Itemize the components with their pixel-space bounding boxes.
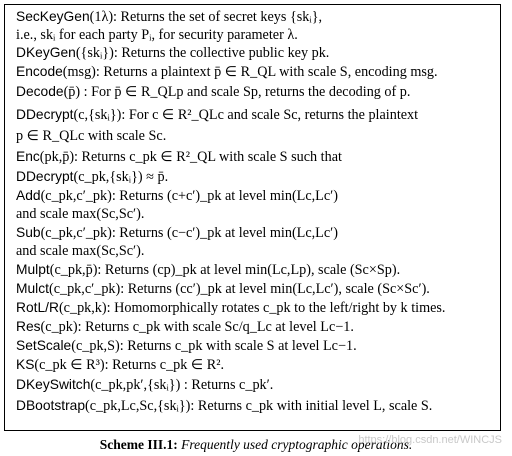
line-6: DDecrypt(c,{skᵢ}): For c ∈ R²_QLc and sc…	[16, 107, 419, 123]
line-11: and scale max(Sc,Sc′).	[16, 206, 145, 222]
line-21: DBootstrap(c_pk,Lc,Sc,{skᵢ}): Returns c_…	[16, 398, 433, 414]
line-17: Res(c_pk): Returns c_pk with scale Sc/q_…	[16, 319, 354, 335]
line-9: DDecrypt(c_pk,{skᵢ}) ≈ p̄.	[16, 169, 169, 185]
line-3: DKeyGen({skᵢ}): Returns the collective p…	[16, 45, 330, 61]
line-4: Encode(msg): Returns a plaintext p̄ ∈ R_…	[16, 64, 438, 80]
line-16: RotL/R(c_pk,k): Homomorphically rotates …	[16, 300, 446, 316]
figure-caption: Scheme III.1: Frequently used cryptograp…	[0, 436, 512, 454]
line-18: SetScale(c_pk,S): Returns c_pk with scal…	[16, 338, 357, 354]
line-5: Decode(p̄) : For p̄ ∈ R_QLp and scale Sp…	[16, 84, 411, 100]
line-14: Mulpt(c_pk,p̄): Returns (cp)_pk at level…	[16, 262, 401, 278]
line-13: and scale max(Sc,Sc′).	[16, 243, 145, 259]
line-20: DKeySwitch(c_pk,pk′,{skᵢ}) : Returns c_p…	[16, 377, 274, 393]
watermark: https://blog.csdn.net/WINCJS	[358, 434, 502, 446]
line-12: Sub(c_pk,c′_pk): Returns (c−c′)_pk at le…	[16, 225, 338, 241]
scheme-box: SecKeyGen(1λ): Returns the set of secret…	[4, 4, 501, 431]
caption-label: Scheme III.1:	[99, 437, 178, 452]
line-8: Enc(pk,p̄): Returns c_pk ∈ R²_QL with sc…	[16, 149, 342, 165]
line-7: p ∈ R_QLc with scale Sc.	[16, 128, 167, 144]
line-15: Mulct(c_pk,c′_pk): Returns (cc′)_pk at l…	[16, 281, 430, 297]
line-19: KS(c_pk ∈ R³): Returns c_pk ∈ R².	[16, 357, 225, 373]
caption-text: Frequently used cryptographic operations…	[181, 437, 413, 452]
line-10: Add(c_pk,c′_pk): Returns (c+c′)_pk at le…	[16, 188, 338, 204]
line-1: SecKeyGen(1λ): Returns the set of secret…	[16, 9, 323, 25]
line-2: i.e., skᵢ for each party Pᵢ, for securit…	[16, 27, 298, 43]
